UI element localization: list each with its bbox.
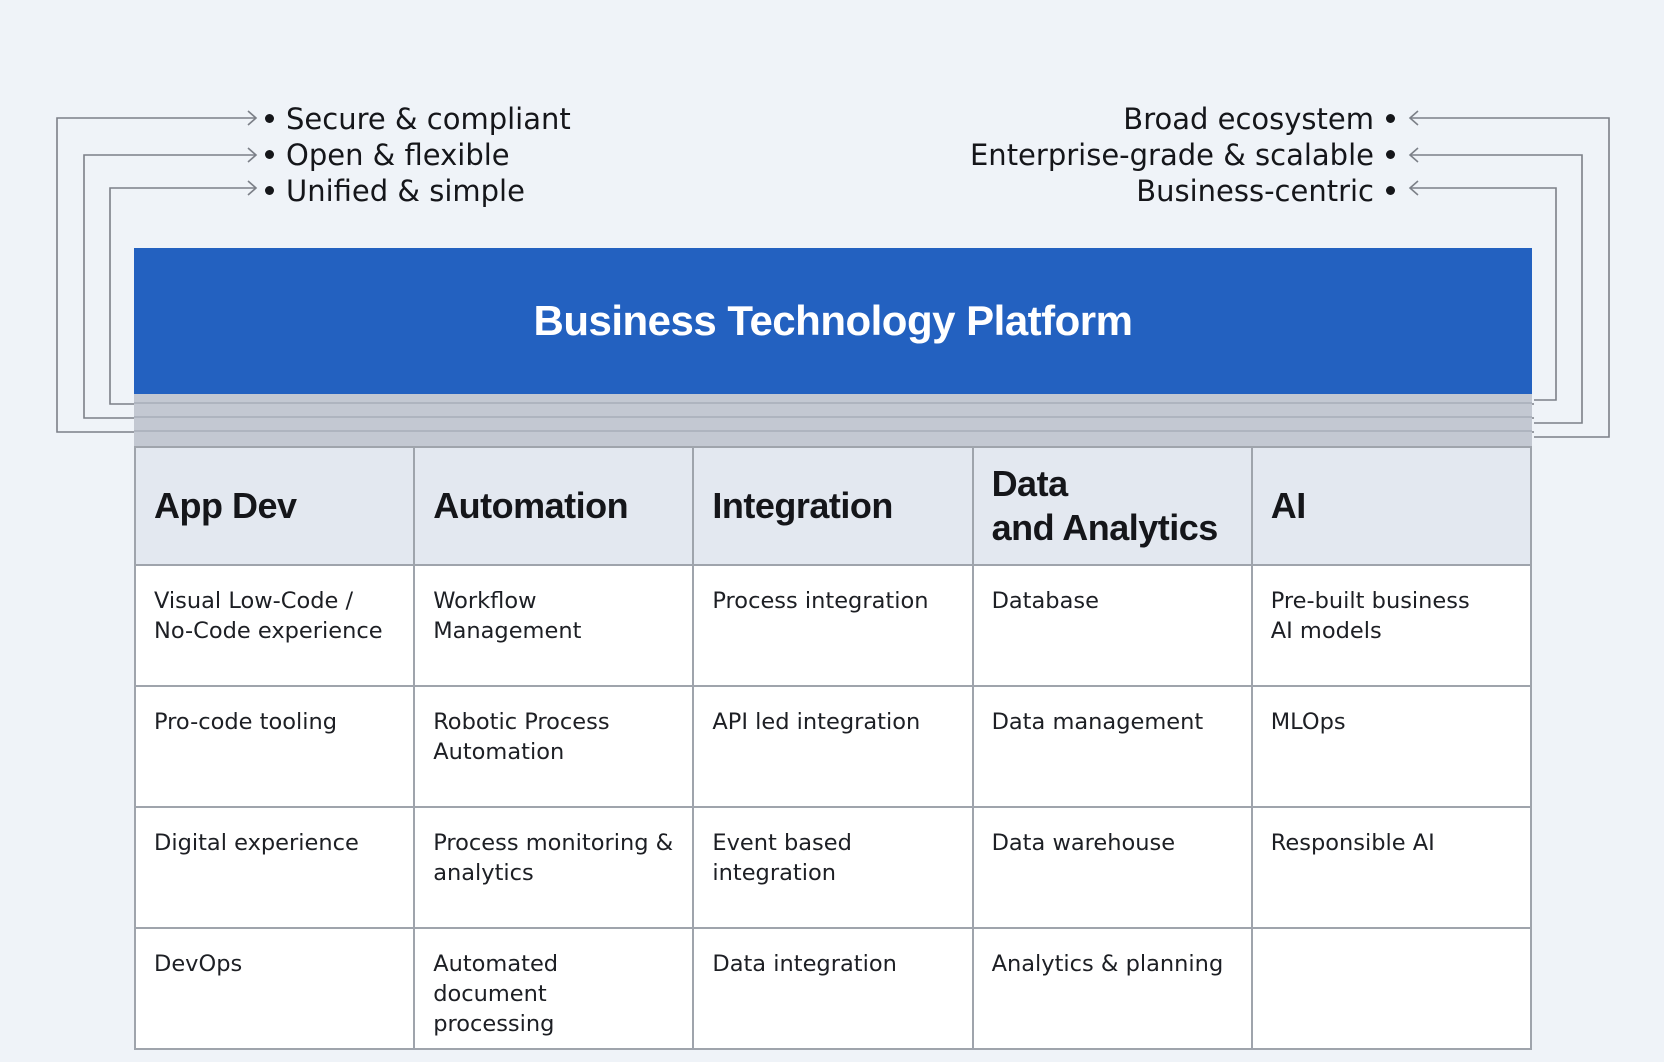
platform-banner: Business Technology Platform: [134, 248, 1532, 394]
principle-item: Secure & compliant: [265, 101, 571, 137]
principle-item: Unified & simple: [265, 173, 571, 209]
table-cell: Process monitoring & analytics: [413, 806, 695, 929]
table-row: Digital experience Process monitoring & …: [133, 806, 1533, 929]
principle-label: Open & flexible: [286, 138, 510, 172]
arrowhead-left-2: [247, 147, 258, 163]
connector-right-inner: [1410, 187, 1557, 401]
table-row: Visual Low-Code / No-Code experience Wor…: [133, 564, 1533, 687]
table-cell: API led integration: [692, 685, 974, 808]
principles-left-list: Secure & compliant Open & flexible Unifi…: [265, 101, 571, 209]
capability-table: App Dev Automation Integration Data and …: [133, 446, 1533, 1050]
principle-label: Unified & simple: [286, 174, 525, 208]
layer-stripe: [134, 430, 1532, 432]
table-cell: Responsible AI: [1250, 806, 1533, 929]
column-header-app-dev: App Dev: [133, 446, 416, 566]
column-header-data-analytics: Data and Analytics: [971, 446, 1253, 566]
connector-right-middle: [1410, 154, 1583, 424]
principle-label: Business-centric: [1136, 174, 1374, 208]
column-header-ai: AI: [1250, 446, 1533, 566]
table-cell: Data integration: [692, 927, 974, 1050]
table-cell: Analytics & planning: [971, 927, 1253, 1050]
bullet-dot-icon: [265, 113, 274, 123]
arrowhead-right-2: [1408, 147, 1419, 163]
table-cell: DevOps: [133, 927, 416, 1050]
bullet-dot-icon: [265, 149, 274, 159]
bullet-dot-icon: [1386, 113, 1395, 123]
layer-stripe: [134, 416, 1532, 418]
arrowhead-right-1: [1408, 110, 1419, 126]
table-cell: Pro-code tooling: [133, 685, 416, 808]
table-cell: Pre-built business AI models: [1250, 564, 1533, 687]
table-row: DevOps Automated document processing Dat…: [133, 927, 1533, 1050]
table-cell: Database: [971, 564, 1253, 687]
table-cell: Data warehouse: [971, 806, 1253, 929]
principle-item: Enterprise-grade & scalable: [970, 137, 1395, 173]
table-cell: Visual Low-Code / No-Code experience: [133, 564, 416, 687]
principle-label: Secure & compliant: [286, 102, 571, 136]
platform-layer-band: [134, 394, 1532, 446]
principle-item: Broad ecosystem: [970, 101, 1395, 137]
table-cell: Data management: [971, 685, 1253, 808]
principle-item: Open & flexible: [265, 137, 571, 173]
table-cell: [1250, 927, 1533, 1050]
principles-right-list: Broad ecosystem Enterprise-grade & scala…: [970, 101, 1395, 209]
bullet-dot-icon: [265, 185, 274, 195]
layer-stripe: [134, 402, 1532, 404]
table-cell: MLOps: [1250, 685, 1533, 808]
connector-right-outer: [1410, 117, 1610, 438]
column-header-automation: Automation: [413, 446, 695, 566]
principle-label: Broad ecosystem: [1123, 102, 1374, 136]
table-cell: Process integration: [692, 564, 974, 687]
arrowhead-right-3: [1408, 180, 1419, 196]
table-header-row: App Dev Automation Integration Data and …: [133, 446, 1533, 566]
platform-title: Business Technology Platform: [533, 297, 1134, 344]
table-cell: Workflow Management: [413, 564, 695, 687]
column-header-integration: Integration: [692, 446, 974, 566]
bullet-dot-icon: [1386, 185, 1395, 195]
table-row: Pro-code tooling Robotic Process Automat…: [133, 685, 1533, 808]
table-cell: Robotic Process Automation: [413, 685, 695, 808]
arrowhead-left-1: [247, 110, 258, 126]
table-cell: Automated document processing: [413, 927, 695, 1050]
principle-item: Business-centric: [970, 173, 1395, 209]
principle-label: Enterprise-grade & scalable: [969, 138, 1374, 172]
arrowhead-left-3: [247, 180, 258, 196]
table-cell: Digital experience: [133, 806, 416, 929]
bullet-dot-icon: [1386, 149, 1395, 159]
table-cell: Event based integration: [692, 806, 974, 929]
